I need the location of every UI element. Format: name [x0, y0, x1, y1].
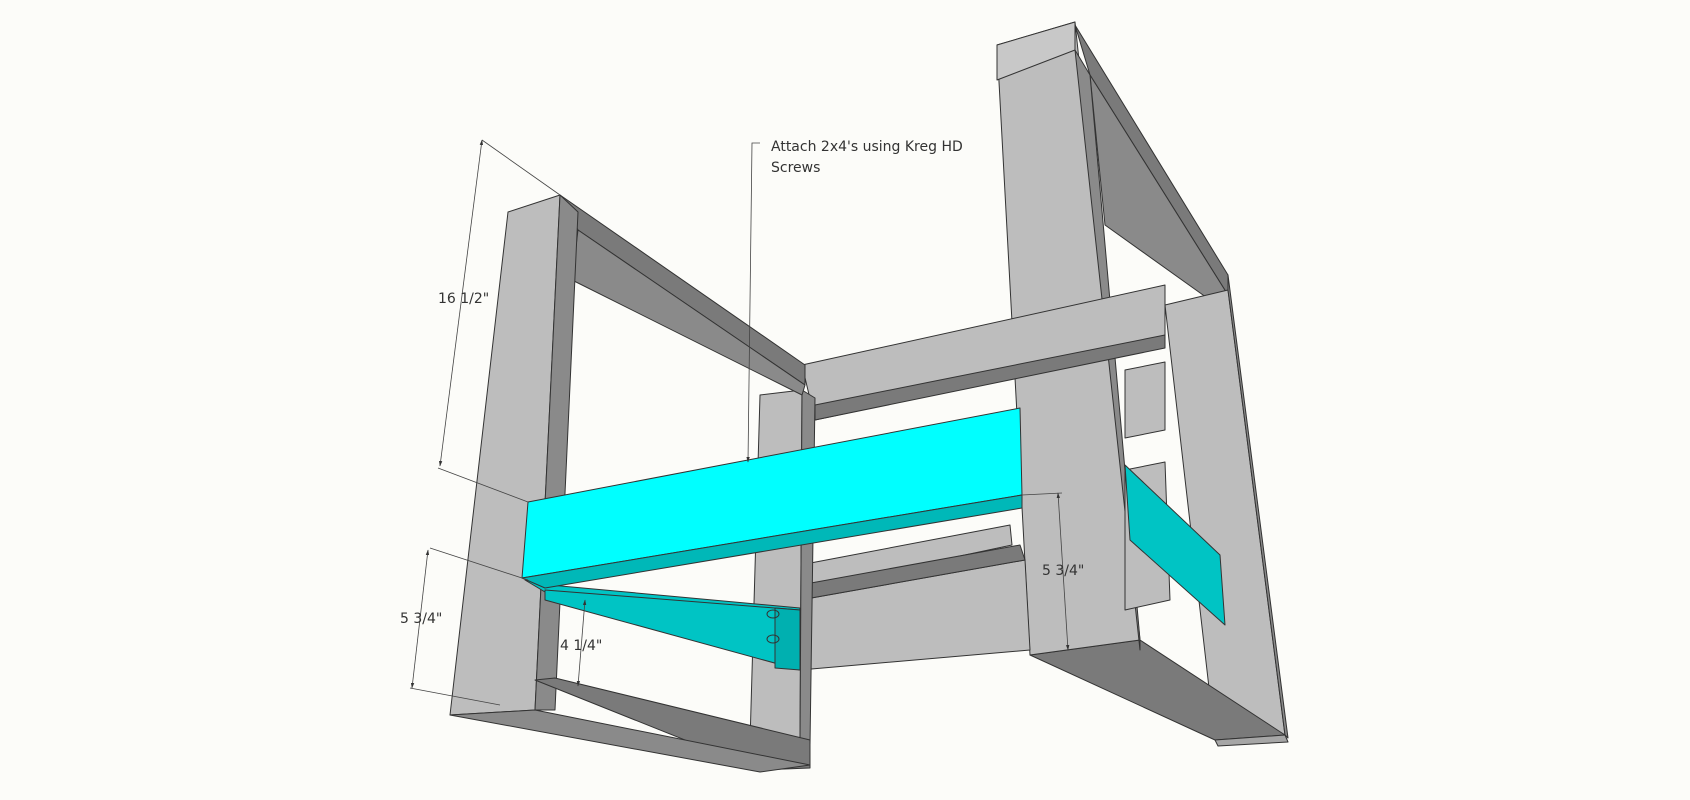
- left-top-rail-inner: [571, 229, 806, 396]
- dim-line-height: [438, 139, 484, 467]
- left-bottom-rail-face: [449, 709, 811, 773]
- dim-line-back-rail: [1056, 492, 1070, 651]
- right-rear-post-side: [1227, 274, 1289, 739]
- dimension-lines: [409, 139, 1070, 706]
- dim-line-front-rail: [410, 549, 430, 689]
- dim-label-lower-offset: 4 1/4": [560, 638, 602, 654]
- screw-hole-icon: [766, 634, 780, 644]
- back-left-post: [749, 389, 803, 743]
- dim-extension-line: [481, 139, 561, 196]
- lower-side-rail-end: [774, 607, 801, 671]
- dim-label-back-rail: 5 3/4": [1042, 563, 1084, 579]
- dim-extension-line: [409, 687, 501, 706]
- dim-label-front-rail: 5 3/4": [400, 611, 442, 627]
- right-bottom-rail-end: [1214, 734, 1289, 747]
- dim-extension-line: [429, 547, 529, 581]
- assembly-note-line2: Screws: [771, 160, 820, 176]
- screw-hole-icon: [766, 609, 780, 619]
- pocket-screw-holes: [766, 609, 780, 644]
- dim-label-height: 16 1/2": [438, 291, 489, 307]
- dim-extension-line: [437, 467, 529, 503]
- back-slat-2: [1124, 361, 1166, 439]
- highlighted-2x4-rails: [521, 407, 1226, 671]
- front-2x4-bottom: [521, 494, 1023, 589]
- right-top-rail-inner: [1089, 74, 1229, 301]
- dim-extension-line: [1021, 492, 1063, 496]
- assembly-note-line1: Attach 2x4's using Kreg HD: [771, 139, 963, 155]
- dim-line-lower-offset: [576, 599, 587, 687]
- back-left-post-side: [799, 389, 816, 746]
- rear-side-rail: [1124, 464, 1226, 626]
- note-leader-line: [746, 142, 760, 463]
